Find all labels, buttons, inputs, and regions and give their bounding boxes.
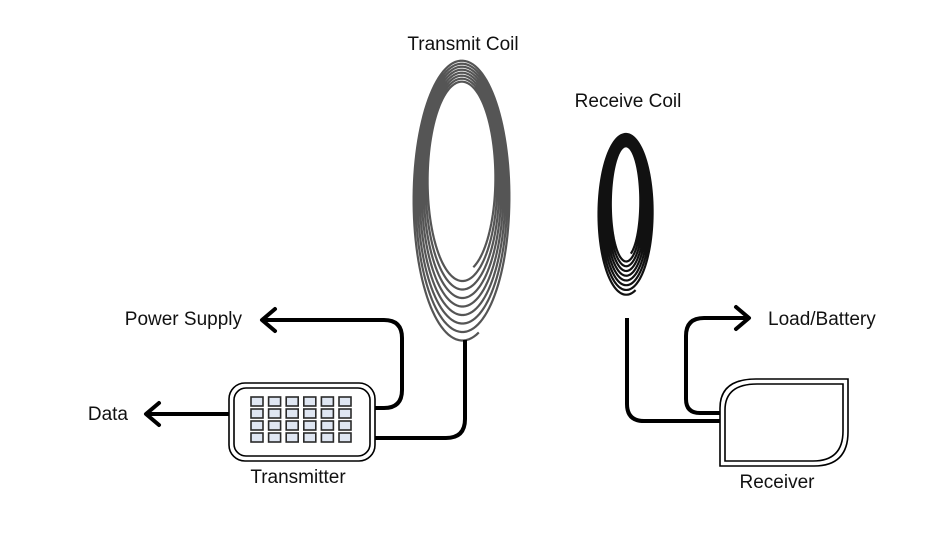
data-arrow-icon	[144, 401, 161, 427]
chip-cell	[250, 396, 264, 407]
receiver-to-load-battery-wire	[684, 316, 749, 415]
chip-cell	[250, 408, 264, 419]
chip-cell	[302, 408, 317, 419]
load-battery-arrow-icon	[734, 305, 751, 331]
chip-cell	[267, 396, 282, 407]
power-supply-arrow-icon	[260, 307, 277, 333]
transmitter-to-power-supply-wire	[262, 318, 404, 410]
chip-cell	[285, 432, 300, 443]
tx-coil-spiral	[412, 59, 511, 342]
chip-cell	[267, 408, 282, 419]
receive-coil-to-receiver-wire	[625, 318, 726, 423]
receiver-label: Receiver	[740, 472, 816, 493]
transmitter-chip-grid	[250, 396, 352, 443]
chip-cell	[302, 432, 317, 443]
transmitter-to-transmit-coil-wire	[372, 340, 467, 440]
chip-cell	[267, 420, 282, 431]
rx-coil-spiral	[597, 132, 654, 296]
receiver-inner-border	[724, 383, 844, 462]
transmitter-label: Transmitter	[250, 467, 346, 488]
chip-cell	[250, 420, 264, 431]
power-supply-label: Power Supply	[125, 309, 243, 330]
chip-cell	[302, 396, 317, 407]
load-battery-label: Load/Battery	[768, 309, 876, 330]
chip-cell	[320, 432, 335, 443]
receiver-module	[719, 378, 849, 467]
chip-cell	[267, 432, 282, 443]
chip-cell	[285, 396, 300, 407]
receive-coil-label: Receive Coil	[575, 91, 682, 112]
chip-cell	[338, 396, 352, 407]
chip-cell	[250, 432, 264, 443]
chip-cell	[338, 408, 352, 419]
chip-cell	[302, 420, 317, 431]
chip-cell	[320, 408, 335, 419]
chip-cell	[338, 420, 352, 431]
receive-coil	[597, 132, 654, 296]
chip-cell	[285, 408, 300, 419]
transmit-coil	[412, 59, 511, 342]
chip-cell	[338, 432, 352, 443]
chip-cell	[285, 420, 300, 431]
transmit-coil-label: Transmit Coil	[407, 34, 518, 55]
data-label: Data	[88, 404, 129, 425]
chip-cell	[320, 420, 335, 431]
chip-cell	[320, 396, 335, 407]
transmitter-module	[228, 382, 376, 462]
